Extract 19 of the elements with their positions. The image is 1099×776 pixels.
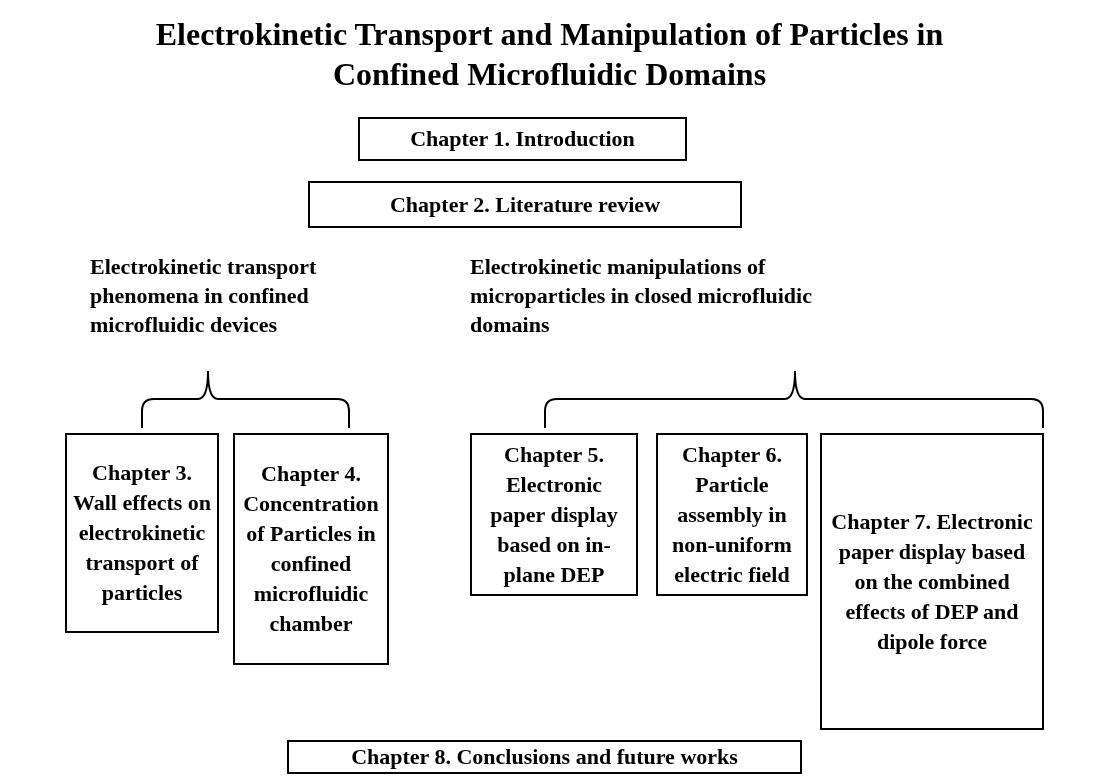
chapter-box bbox=[65, 433, 219, 633]
chapter-text: Chapter 1. Introduction bbox=[410, 125, 635, 153]
chapter-box bbox=[470, 433, 638, 596]
chapter-text: Chapter 7. Electronic paper display based on the combined effects of DEP and dipole force bbox=[830, 507, 1034, 656]
chapter-text: Chapter 4. Concentration of Particles in confined microfluidic chamber bbox=[242, 460, 380, 638]
chapter-box bbox=[656, 433, 808, 596]
group-heading: Electrokinetic manipulations of microparticles in closed microfluidic domains bbox=[470, 253, 813, 339]
chapter-box bbox=[308, 181, 742, 228]
chapter-text: Chapter 5. Electronic paper display based on in-plane DEP bbox=[489, 440, 619, 589]
diagram-title: Electrokinetic Transport and Manipulation of Particles in Confined Microfluidic Domains bbox=[154, 15, 945, 94]
chapter-text: Chapter 2. Literature review bbox=[389, 190, 661, 219]
chapter-text: Chapter 3. Wall effects on electrokinetic transport of particles bbox=[71, 459, 213, 607]
chapter-text: Chapter 6. Particle assembly in non-uniform electric field bbox=[671, 440, 793, 589]
group-heading: Electrokinetic transport phenomena in confined microfluidic devices bbox=[90, 253, 318, 339]
chapter-box bbox=[233, 433, 389, 665]
chapter-box bbox=[287, 740, 802, 774]
chapter-box bbox=[358, 117, 687, 161]
chapter-text: Chapter 8. Conclusions and future works bbox=[351, 743, 738, 771]
chapter-box bbox=[820, 433, 1044, 730]
